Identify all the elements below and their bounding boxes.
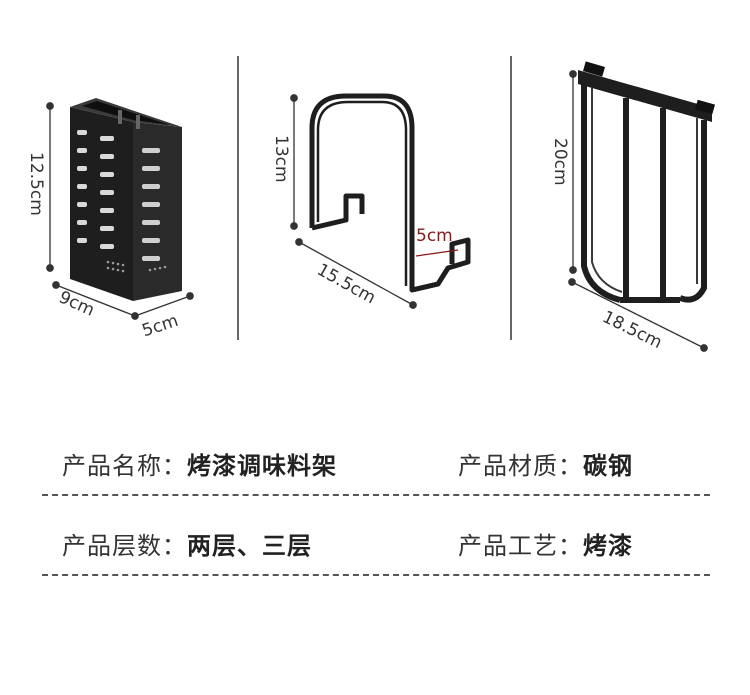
hook-depth-label: 5cm: [416, 226, 453, 246]
spec-value: 碳钢: [583, 452, 633, 480]
spec-value: 两层、三层: [187, 532, 312, 560]
spec-row-2: 产品层数：两层、三层 产品工艺：烤漆: [42, 518, 710, 578]
rack-height-label: 20cm: [550, 138, 570, 186]
spec-label: 产品工艺：: [458, 532, 583, 560]
wire-hook-inner: [316, 100, 408, 286]
utensil-holder: [70, 98, 182, 301]
product-illustrations: [46, 56, 716, 352]
holder-dimension-lines: [46, 102, 194, 320]
hook-dimension-lines: [290, 94, 417, 309]
spec-row-1: 产品名称：烤漆调味料架 产品材质：碳钢: [42, 438, 710, 498]
hook-height-label: 13cm: [271, 135, 291, 183]
spec-product-name: 产品名称：烤漆调味料架: [62, 452, 337, 481]
hook-depth-line: [415, 249, 459, 257]
spec-label: 产品层数：: [62, 532, 187, 560]
rail-rack: [578, 61, 716, 303]
dashed-divider: [42, 494, 710, 496]
spec-label: 产品名称：: [62, 452, 187, 480]
spec-value: 烤漆: [583, 532, 633, 560]
spec-layers: 产品层数：两层、三层: [62, 532, 312, 561]
rack-dimension-lines: [568, 70, 708, 352]
holder-height-label: 12.5cm: [26, 152, 46, 216]
spec-value: 烤漆调味料架: [187, 452, 337, 480]
spec-process: 产品工艺：烤漆: [458, 532, 633, 561]
spec-material: 产品材质：碳钢: [458, 452, 633, 481]
dashed-divider: [42, 574, 710, 576]
spec-label: 产品材质：: [458, 452, 583, 480]
wire-hook: [309, 93, 471, 293]
